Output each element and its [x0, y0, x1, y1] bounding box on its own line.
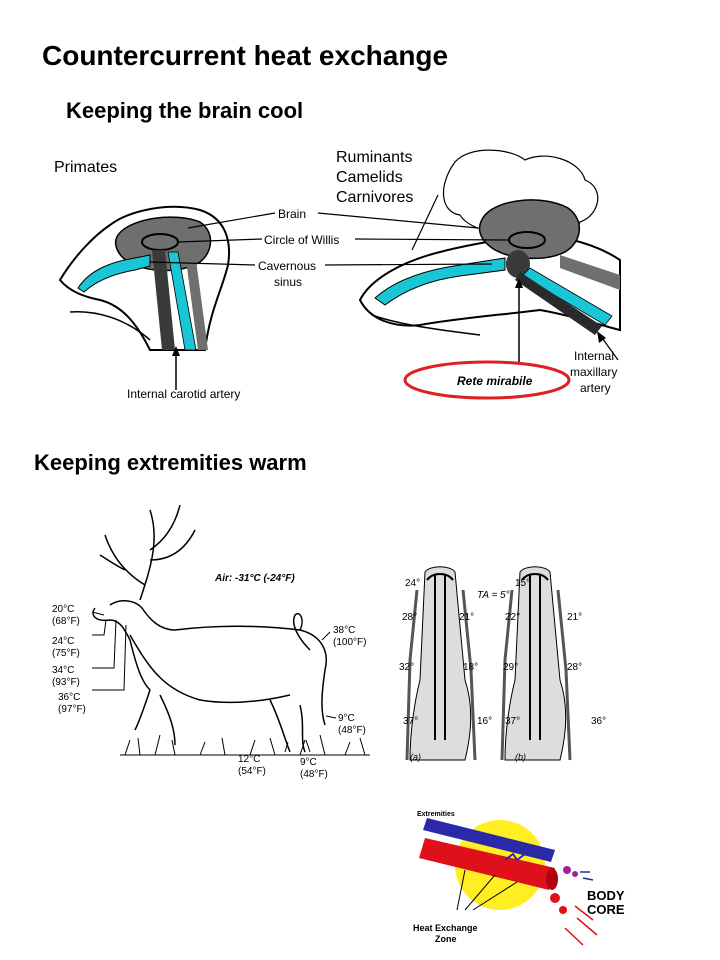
leg-b-left-3: 29° — [503, 662, 518, 673]
artery-tube — [419, 838, 555, 890]
temp-nose-c: 20°C — [52, 604, 74, 615]
label-core: CORE — [587, 902, 625, 917]
temp-throat-f: (97°F) — [58, 704, 86, 715]
leg-a-left-3: 32° — [399, 662, 414, 673]
label-ruminants: Ruminants — [336, 149, 412, 166]
leg-temperature-diagrams: TA = 5° 24° 28° 32° 37° 21° 18° 16° 15° … — [399, 566, 606, 762]
leg-a-right-1: 21° — [459, 612, 474, 623]
temp-hoof-c: 9°C — [300, 757, 317, 768]
pointer-groups — [411, 194, 439, 251]
leg-b-left-1: 15° — [515, 578, 530, 589]
temp-foreleg-f: (54°F) — [238, 766, 266, 777]
label-heat-exchange: Heat Exchange — [413, 923, 478, 933]
label-maxillary: maxillary — [570, 365, 617, 379]
leg-b-left-4: 37° — [505, 716, 520, 727]
heat-exchange-schematic: Extremities BODY CORE Heat Exchange Zone — [413, 811, 625, 946]
caribou-diagram: Air: -31°C (-24°F) 20°C (68°F) 24°C (75°… — [52, 504, 370, 780]
pointer-brain-ruminant — [317, 212, 479, 229]
leg-ambient-temp: TA = 5° — [477, 590, 510, 601]
label-extremities: Extremities — [417, 811, 455, 818]
caribou-illustration — [92, 504, 327, 753]
rete-mirabile-highlight — [403, 360, 571, 400]
label-carnivores: Carnivores — [336, 189, 413, 206]
label-zone: Zone — [435, 934, 457, 944]
label-rete-mirabile: Rete mirabile — [457, 374, 533, 388]
label-primates: Primates — [54, 159, 117, 176]
leg-a-right-3: 16° — [477, 716, 492, 727]
pointer-sinus-primate — [149, 261, 256, 266]
temp-hind-leg-c: 9°C — [338, 713, 355, 724]
caribou-air-temp: Air: -31°C (-24°F) — [214, 573, 295, 584]
leg-a-left-4: 37° — [403, 716, 418, 727]
pointer-sinus-ruminant — [324, 263, 493, 266]
grass — [120, 734, 370, 756]
leg-b-caption: (b) — [515, 752, 526, 762]
leg-a-left-2: 28° — [402, 612, 417, 623]
temp-body-f: (100°F) — [333, 637, 366, 648]
leg-a-caption: (a) — [410, 752, 421, 762]
label-internal: Internal — [574, 349, 614, 363]
leg-a-right-2: 18° — [463, 662, 478, 673]
vein-tube — [423, 818, 555, 862]
label-brain: Brain — [278, 207, 306, 221]
section-brain-heading: Keeping the brain cool — [66, 98, 304, 123]
temp-mouth-f: (75°F) — [52, 648, 80, 659]
leg-b-left-2: 22° — [505, 612, 520, 623]
ruminant-head — [358, 149, 621, 365]
label-sinus: sinus — [274, 275, 302, 289]
brain-cooling-diagram: Primates Ruminants Camelids Carnivores B… — [54, 149, 621, 401]
temp-neck-c: 34°C — [52, 665, 74, 676]
pointer-willis-ruminant — [354, 238, 509, 241]
temp-foreleg-c: 12°C — [238, 754, 260, 765]
leg-a-left-1: 24° — [405, 578, 420, 589]
temp-hind-leg-f: (48°F) — [338, 725, 366, 736]
slide-title: Countercurrent heat exchange — [42, 40, 449, 71]
temp-throat-c: 36°C — [58, 692, 80, 703]
leg-a — [405, 566, 477, 761]
pointer-willis-primate — [177, 238, 263, 243]
pointer-brain-primate — [187, 212, 276, 229]
temp-nose-f: (68°F) — [52, 616, 80, 627]
label-artery: artery — [580, 381, 611, 395]
caribou-leader-lines — [91, 611, 337, 753]
label-cavernous: Cavernous — [258, 259, 316, 273]
temp-body-c: 38°C — [333, 625, 355, 636]
label-circle-of-willis: Circle of Willis — [264, 233, 339, 247]
temp-neck-f: (93°F) — [52, 677, 80, 688]
label-body: BODY — [587, 888, 625, 903]
leg-b-right-2: 28° — [567, 662, 582, 673]
label-internal-carotid: Internal carotid artery — [127, 387, 240, 401]
temp-hoof-f: (48°F) — [300, 769, 328, 780]
section-extremities-heading: Keeping extremities warm — [34, 450, 307, 475]
leg-b-right-1: 21° — [567, 612, 582, 623]
primate-head — [58, 205, 230, 390]
leg-b — [500, 566, 572, 761]
temp-mouth-c: 24°C — [52, 636, 74, 647]
label-camelids: Camelids — [336, 169, 403, 186]
leg-b-right-3: 36° — [591, 716, 606, 727]
